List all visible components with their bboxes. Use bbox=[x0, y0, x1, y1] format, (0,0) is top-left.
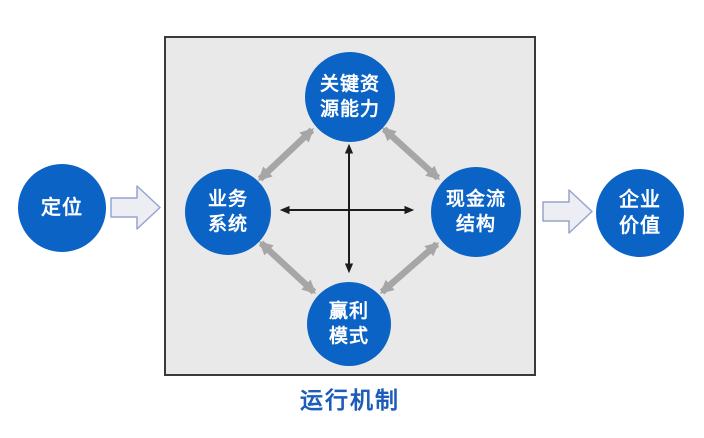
node-label-line2: 源能力 bbox=[319, 99, 380, 120]
node-label-line1: 现金流 bbox=[445, 188, 506, 210]
node-label-line2: 模式 bbox=[328, 326, 369, 347]
node-profit-model: 赢利 模式 bbox=[307, 282, 391, 366]
mechanism-box: 关键资 源能力 业务 系统 现金流 结构 赢利 模式 bbox=[164, 36, 536, 376]
output-block-arrow-icon bbox=[542, 189, 593, 234]
node-label-line2: 系统 bbox=[207, 214, 248, 235]
node-positioning: 定位 bbox=[18, 164, 106, 252]
node-label-line2: 结构 bbox=[455, 214, 496, 235]
node-cash-flow: 现金流 结构 bbox=[431, 167, 521, 257]
mechanism-caption: 运行机制 bbox=[300, 387, 400, 413]
gray-double-arrow-bottom-left bbox=[258, 240, 317, 295]
gray-double-arrow-top-right bbox=[381, 126, 441, 181]
gray-double-arrow-bottom-right bbox=[379, 241, 440, 295]
node-enterprise-value: 企业 价值 bbox=[596, 169, 684, 257]
input-block-arrow-icon bbox=[110, 185, 161, 230]
node-business-system: 业务 系统 bbox=[185, 169, 271, 255]
node-label-line1: 业务 bbox=[207, 188, 248, 210]
node-label-line1: 关键资 bbox=[319, 73, 380, 95]
node-label: 定位 bbox=[41, 196, 83, 219]
node-label-line1: 赢利 bbox=[328, 300, 369, 322]
connector-arrows bbox=[257, 126, 441, 295]
gray-double-arrow-top-left bbox=[257, 127, 315, 182]
node-key-resources: 关键资 源能力 bbox=[305, 52, 395, 142]
node-label-line1: 企业 bbox=[619, 188, 661, 211]
node-label-line2: 价值 bbox=[619, 215, 661, 237]
